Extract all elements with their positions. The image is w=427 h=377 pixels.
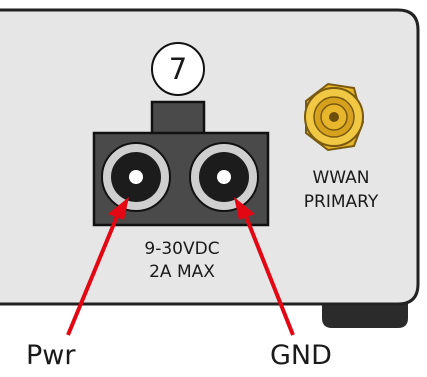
- gnd-wire-arrow: [234, 197, 295, 336]
- connector-latch: [150, 100, 206, 138]
- power-socket-left: [101, 142, 171, 212]
- antenna-label-line1: WWAN: [312, 168, 370, 188]
- pwr-wire-label: Pwr: [26, 340, 76, 371]
- device-foot: [322, 300, 408, 328]
- voltage-rating-label: 9-30VDC: [144, 239, 220, 259]
- callout-circle: [151, 42, 205, 96]
- pwr-wire-arrow: [66, 197, 129, 336]
- current-rating-label: 2A MAX: [149, 262, 215, 282]
- callout-number: 7: [168, 52, 188, 86]
- sma-antenna-connector: [304, 82, 365, 152]
- gnd-wire-label: GND: [270, 340, 332, 371]
- ground-socket-right: [189, 142, 259, 212]
- antenna-label-line2: PRIMARY: [303, 192, 379, 212]
